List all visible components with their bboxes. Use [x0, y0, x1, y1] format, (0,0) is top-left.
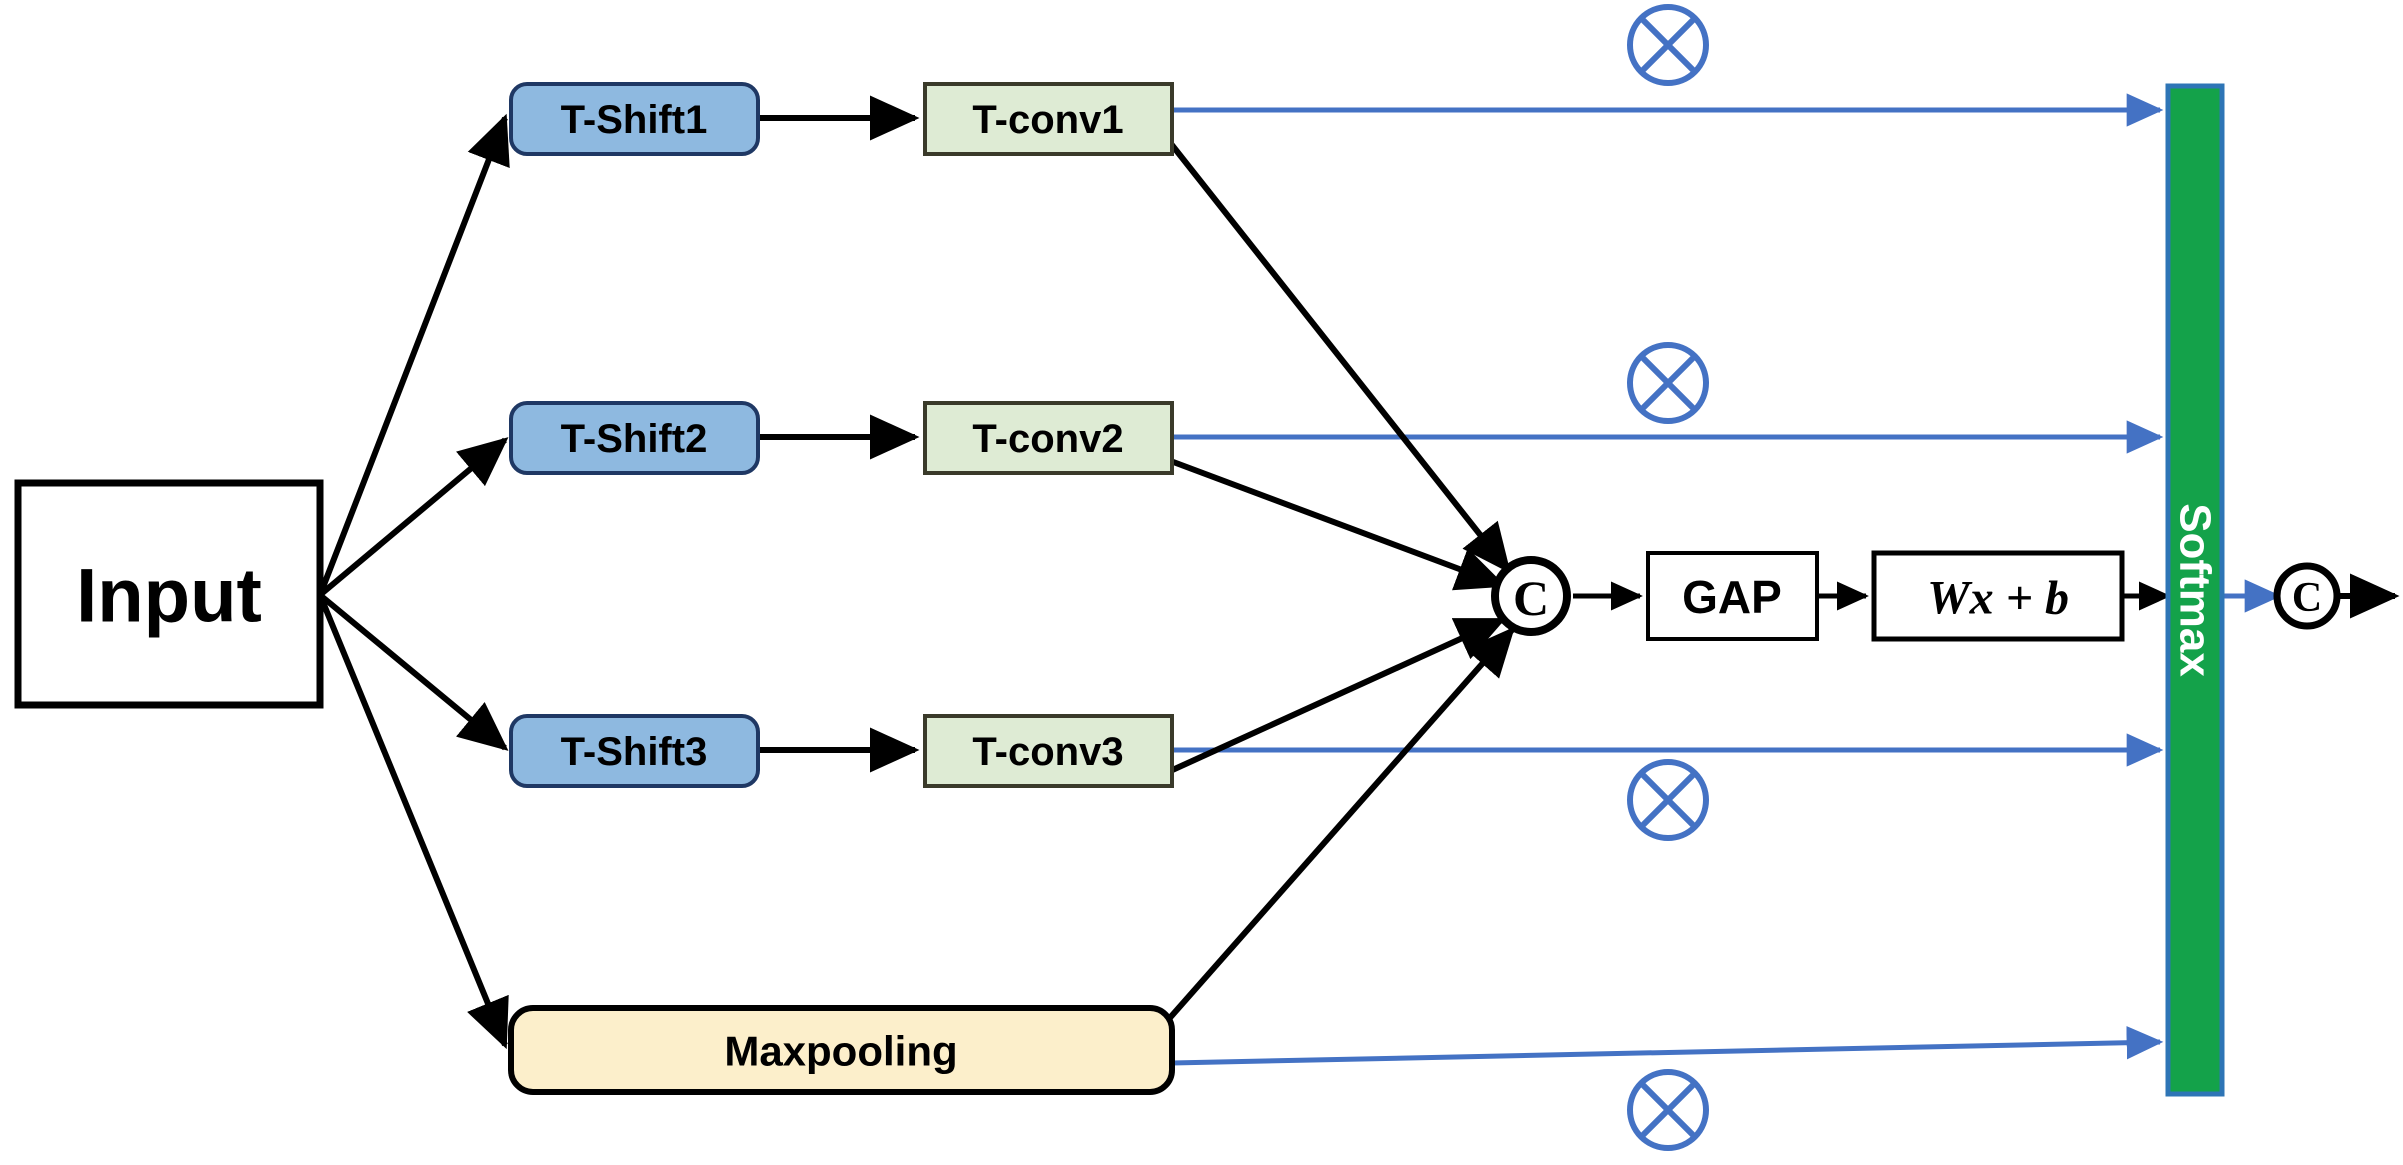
tconv3-label: T-conv3	[972, 730, 1123, 774]
multiply-icon-circle-4	[1627, 1069, 1709, 1151]
input-box-shape	[14, 479, 324, 709]
multiply-operator-4	[1627, 1069, 1709, 1151]
edge-input-to-tshift2	[318, 437, 509, 598]
node-input[interactable]: Input	[14, 479, 324, 709]
tshift2-box-shape	[509, 401, 760, 475]
multiply-icon-stroke-1b	[1638, 15, 1698, 75]
linear-label: Wx + b	[1927, 572, 2069, 625]
tconv2-box-shape	[923, 401, 1174, 475]
tshift2-label: T-Shift2	[561, 417, 708, 461]
multiply-operator-2	[1627, 342, 1709, 424]
maxpooling-label: Maxpooling	[724, 1028, 957, 1075]
node-tshift1[interactable]: T-Shift1	[509, 82, 760, 156]
output-concat-circle-shape	[2273, 562, 2341, 630]
concat-circle-shape	[1491, 556, 1571, 636]
concat-label: C	[1513, 570, 1549, 626]
multiply-icon-stroke-2b	[1638, 353, 1698, 413]
edge-tconv3-to-concat	[1166, 617, 1507, 775]
multiply-icon-circle-2	[1627, 342, 1709, 424]
tconv3-box-shape	[923, 714, 1174, 788]
node-tconv3[interactable]: T-conv3	[923, 714, 1174, 788]
gap-box-shape	[1646, 551, 1819, 641]
edge-tconv1-to-concat	[1165, 138, 1511, 574]
converge-to-concat-edges	[1165, 138, 1515, 1022]
shift-to-conv-edges	[755, 95, 920, 773]
node-concat[interactable]: C	[1491, 556, 1571, 636]
tshift3-box-shape	[509, 714, 760, 788]
node-tconv1[interactable]: T-conv1	[923, 82, 1174, 156]
edge-input-to-tshift1	[317, 113, 510, 597]
tshift3-label: T-Shift3	[561, 730, 708, 774]
multiply-icon-circle-1	[1627, 4, 1709, 86]
node-tshift3[interactable]: T-Shift3	[509, 714, 760, 788]
edge-input-to-tshift3	[318, 592, 509, 751]
tshift1-box-shape	[509, 82, 760, 156]
multiply-icon-circle-3	[1627, 759, 1709, 841]
edge-tconv2-to-concat	[1166, 457, 1507, 591]
softmax-bar-shape	[2165, 83, 2225, 1097]
multiply-icon-stroke-3b	[1638, 770, 1698, 830]
tconv2-label: T-conv2	[972, 417, 1123, 461]
output-concat-label: C	[2292, 575, 2322, 621]
input-label: Input	[76, 554, 262, 639]
node-softmax[interactable]: Softmax	[2165, 83, 2225, 1097]
tshift1-label: T-Shift1	[561, 98, 708, 142]
node-maxpooling[interactable]: Maxpooling	[508, 1005, 1175, 1095]
blue-skip-connections	[1171, 93, 2282, 1066]
linear-box-shape	[1871, 550, 2125, 642]
multiply-operator-1	[1627, 4, 1709, 86]
multiply-operator-3	[1627, 759, 1709, 841]
node-output-concat[interactable]: C	[2273, 562, 2341, 630]
multiply-icon-stroke-4b	[1638, 1080, 1698, 1140]
softmax-label: Softmax	[2171, 503, 2220, 677]
maxpooling-box-shape	[508, 1005, 1175, 1095]
tconv1-box-shape	[923, 82, 1174, 156]
edge-maxpooling-to-concat	[1165, 626, 1515, 1022]
edge-maxpooling-to-softmax	[1171, 1026, 2164, 1066]
gap-label: GAP	[1682, 571, 1782, 623]
input-fanout-edges	[317, 113, 510, 1050]
node-tconv2[interactable]: T-conv2	[923, 401, 1174, 475]
tconv1-label: T-conv1	[972, 98, 1123, 142]
node-tshift2[interactable]: T-Shift2	[509, 401, 760, 475]
node-gap[interactable]: GAP	[1646, 551, 1819, 641]
edge-input-to-maxpooling	[317, 593, 509, 1050]
node-linear[interactable]: Wx + b	[1871, 550, 2125, 642]
